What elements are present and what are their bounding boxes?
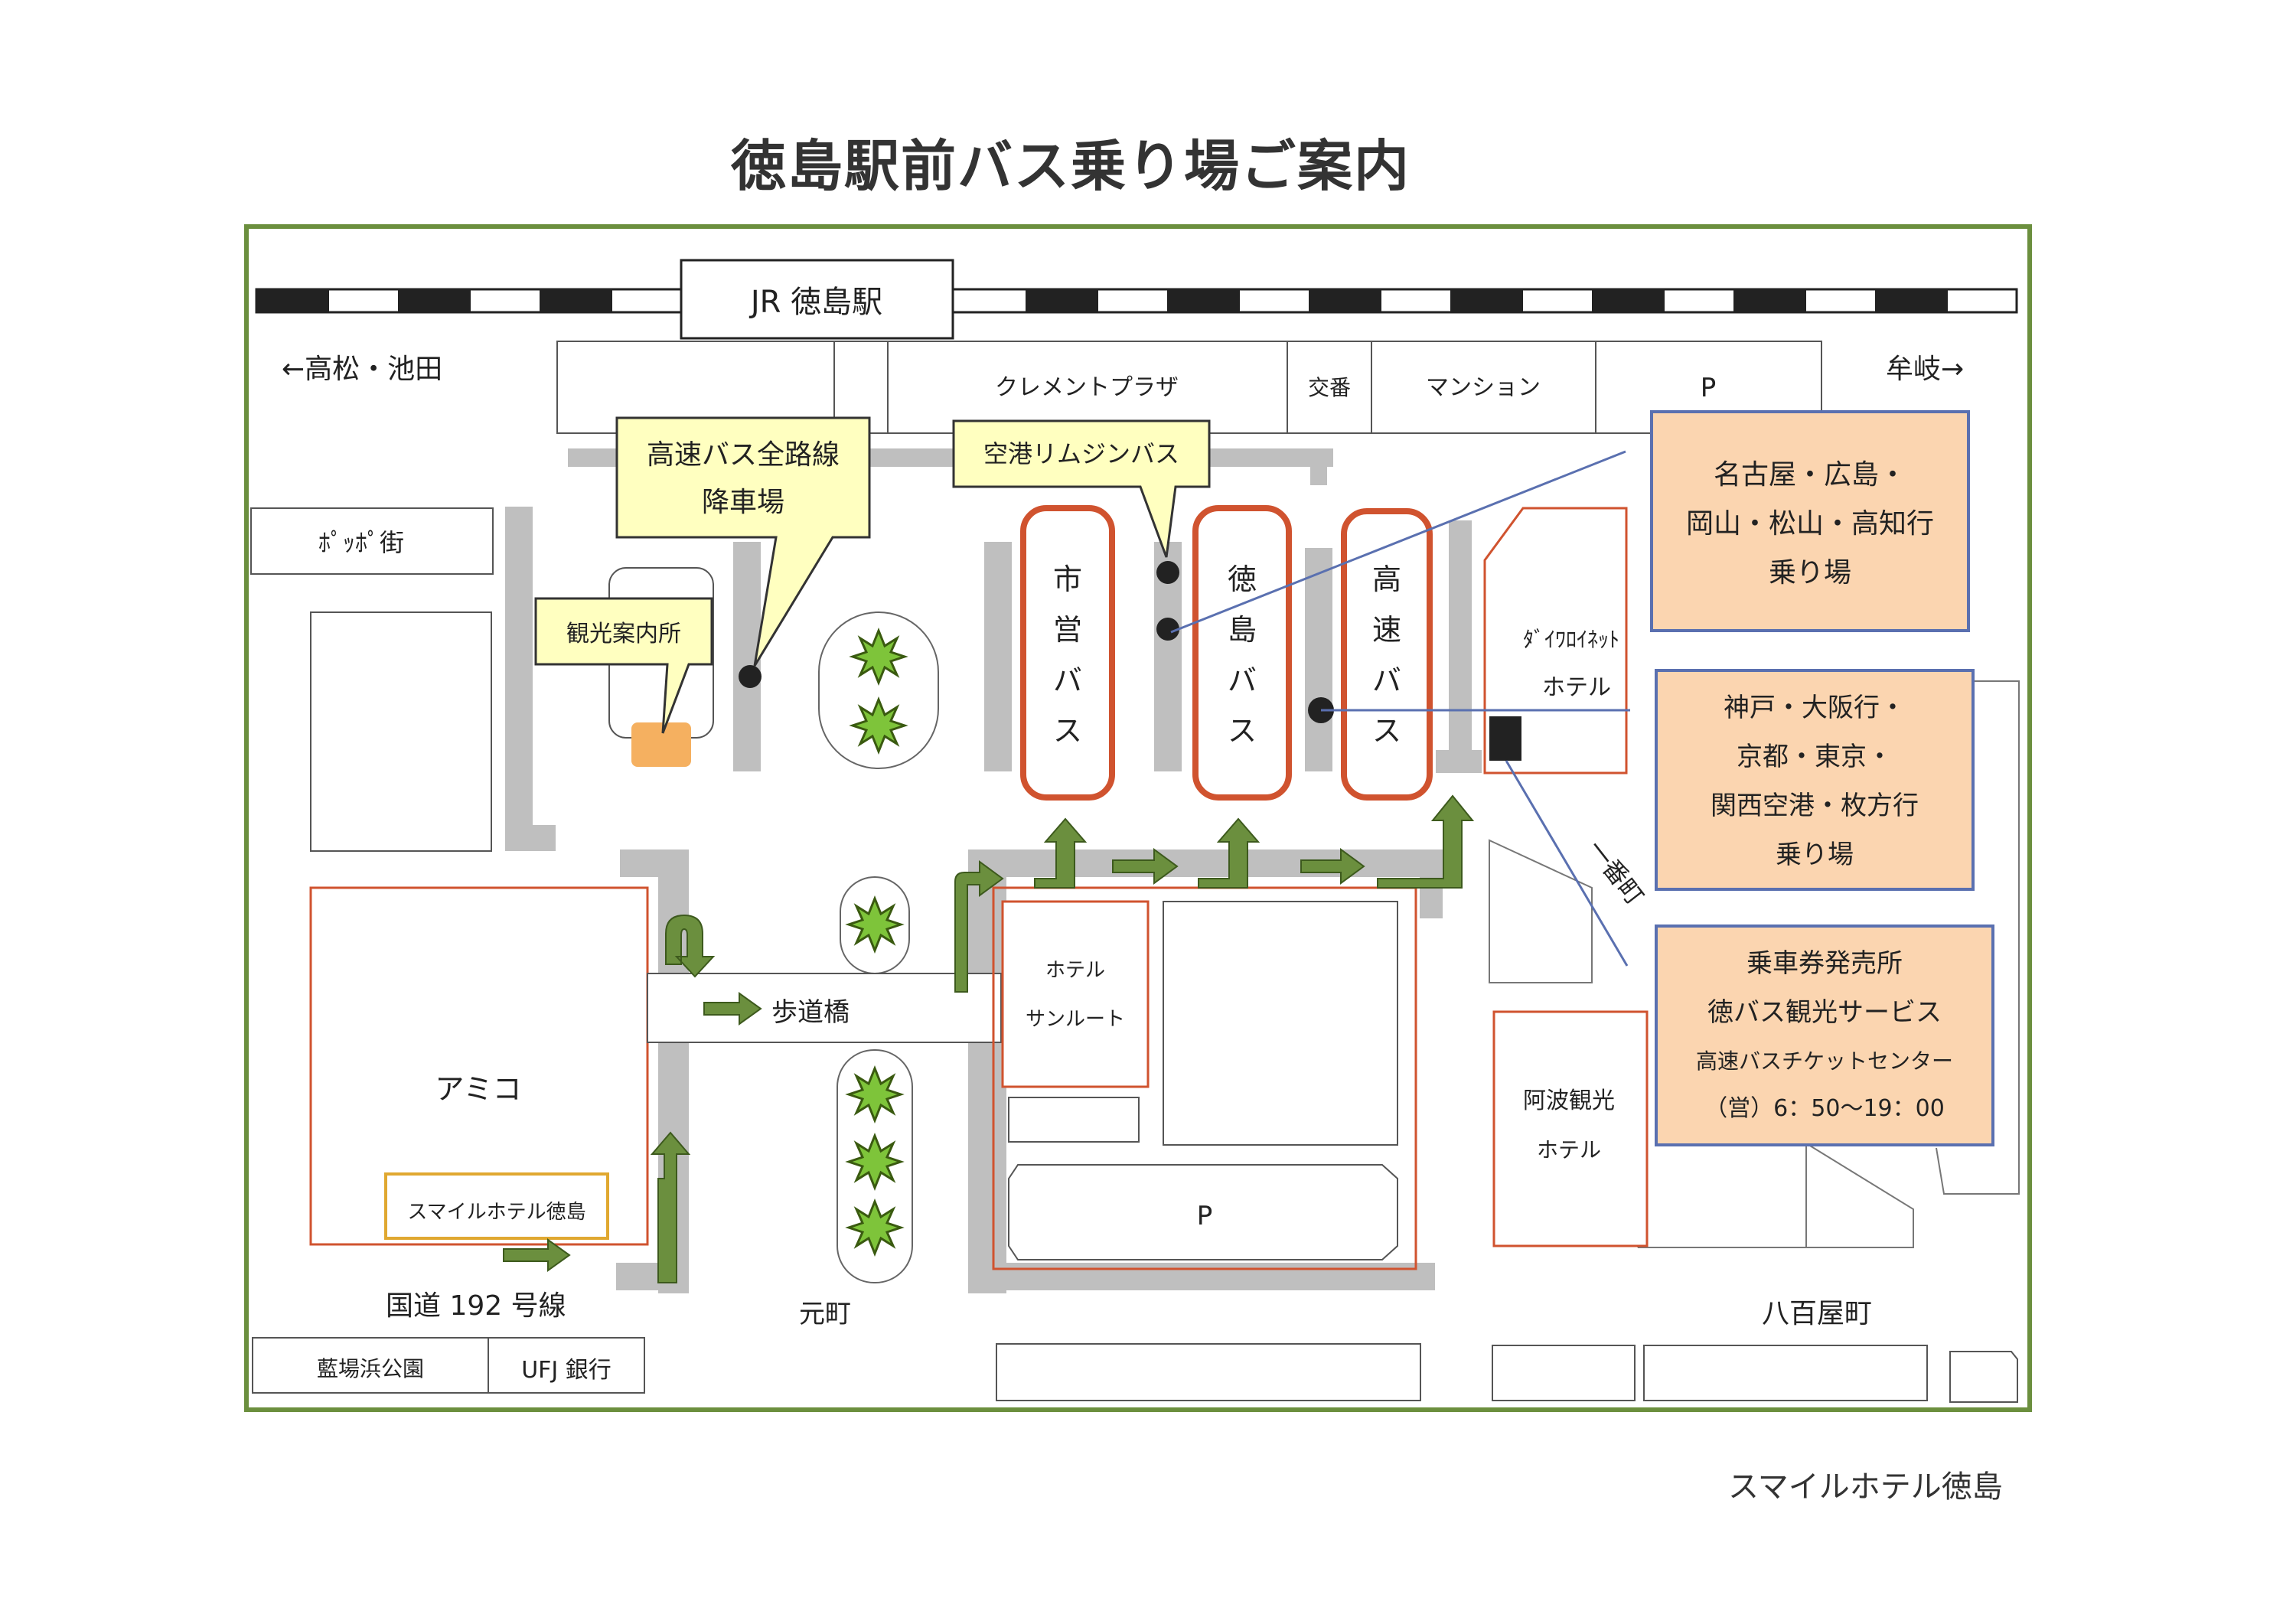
map-frame [244,224,2032,1412]
highway-bus-char-2: 速 [1372,613,1401,647]
info-box-east: 神戸・大阪行・ 京都・東京・ 関西空港・枚方行 乗り場 [1655,669,1975,891]
parking-bottom-building [1008,1164,1398,1260]
awa-label-1: 阿波観光 [1523,1088,1615,1114]
airport-callout: 空港リムジンバス [952,419,1211,558]
poppo-building [250,507,494,575]
city-bus-stop[interactable]: 市 営 バ ス [1020,505,1115,801]
yaoyacho-label: 八百屋町 [1762,1298,1872,1329]
right-area-outlines [1489,680,2020,1248]
railway-track [255,288,2018,314]
highway-bus-char-1: 高 [1372,563,1401,596]
drop-off-line-1: 高速バス全路線 [647,439,840,471]
tree-islands [818,611,939,1283]
tokushima-bus-char-1: 徳 [1228,563,1257,596]
info-box-west-line-1: 名古屋・広島・ [1714,459,1906,491]
ticket-office-marker [1489,716,1521,761]
sunroute-hotel [1001,900,1150,1088]
info-box-west-line-3: 乗り場 [1769,557,1851,589]
footbridge-label: 歩道橋 [771,997,850,1028]
ticket-office-line-3: 高速バスチケットセンター [1696,1048,1953,1074]
station-label: JR 徳島駅 [748,285,882,320]
ufj-label: UFJ 銀行 [521,1357,612,1384]
ticket-office-box: 乗車券発売所 徳バス観光サービス 高速バスチケットセンター （営）6：50～19… [1655,925,1994,1146]
city-bus-char-3: バ [1053,664,1082,697]
info-box-east-line-4: 乗り場 [1776,840,1854,870]
awa-hotel-building [1492,1010,1649,1247]
koban-label: 交番 [1308,375,1351,400]
tourist-info-callout: 観光案内所 [534,597,713,734]
daiwa-hotel-building [1483,507,1628,774]
large-building [1163,901,1398,1146]
highway-bus-char-4: ス [1372,714,1401,748]
parking-bottom-label: P [1197,1201,1213,1231]
direction-left: ←高松・池田 [282,354,442,385]
page-title: 徳島駅前バス乗り場ご案内 [731,134,1411,198]
tourist-info-label: 観光案内所 [566,621,681,647]
footer-label: スマイルホテル徳島 [1728,1469,2003,1505]
awa-label-2: ホテル [1537,1137,1601,1163]
direction-right: 牟岐→ [1886,354,1964,385]
mansion-label: マンション [1426,374,1541,401]
highway-bus-stop[interactable]: 高 速 バ ス [1341,508,1433,801]
info-box-west-line-2: 岡山・松山・高知行 [1686,508,1934,540]
station-box [680,259,954,340]
info-box-east-line-1: 神戸・大阪行・ [1724,693,1906,723]
motomachi-label: 元町 [799,1299,851,1329]
route192-label: 国道 192 号線 [386,1290,566,1322]
poppo-label: ﾎﾟｯﾎﾟ街 [318,528,404,557]
sunroute-label-1: ホテル [1045,959,1105,982]
parking-top-label: P [1701,373,1717,403]
sunroute-label-2: サンルート [1026,1008,1125,1031]
info-box-east-line-3: 関西空港・枚方行 [1711,791,1919,821]
tokushima-bus-char-4: ス [1228,714,1257,748]
small-building [1008,1097,1140,1143]
daiwa-label-2: ホテル [1542,674,1611,701]
smile-hotel-label: スマイルホテル徳島 [407,1201,585,1224]
ticket-office-line-4: （営）6：50～19：00 [1704,1095,1945,1122]
info-box-west: 名古屋・広島・ 岡山・松山・高知行 乗り場 [1650,410,1970,632]
bottom-buildings [252,1337,2018,1403]
drop-off-line-2: 降車場 [702,487,784,518]
aibahama-label: 藍場浜公園 [317,1356,424,1381]
info-box-east-line-2: 京都・東京・ [1737,742,1893,772]
highway-bus-char-3: バ [1372,664,1401,697]
route-arrows [503,794,1475,1283]
tokushima-bus-char-3: バ [1228,664,1257,697]
tokushima-bus-char-2: 島 [1228,613,1257,647]
airport-label: 空港リムジンバス [983,439,1179,468]
daiwa-label-1: ﾀﾞｲﾜﾛｲﾈｯﾄ [1523,627,1619,652]
ticket-office-line-2: 徳バス観光サービス [1707,997,1942,1028]
amico-label: アミコ [435,1072,521,1106]
drop-off-callout: 高速バス全路線 降車場 [615,416,871,667]
city-bus-char-4: ス [1053,714,1082,748]
leader-lines [1170,450,1630,967]
left-building [310,611,492,852]
smile-hotel-box [384,1172,609,1240]
ticket-office-line-1: 乗車券発売所 [1746,948,1903,979]
city-bus-char-1: 市 [1053,563,1082,596]
tokushima-bus-stop[interactable]: 徳 島 バ ス [1192,505,1292,801]
tourist-info-kiosk [631,722,691,767]
city-bus-char-2: 営 [1053,613,1082,647]
clement-plaza-label: クレメントプラザ [995,374,1179,401]
